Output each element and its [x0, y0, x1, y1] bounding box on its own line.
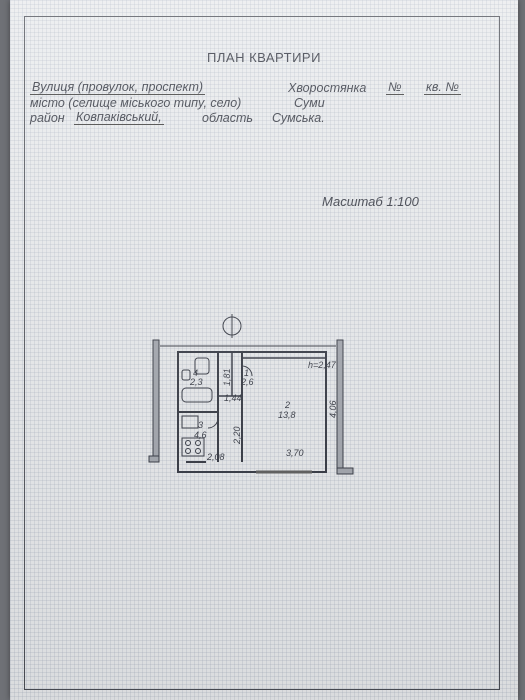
room-3-number: 3	[198, 420, 203, 430]
ceiling-height-label: h=2,47	[308, 360, 337, 370]
dimension-1-81: 1,81	[222, 368, 232, 386]
district-value: Ковпаківський,	[74, 110, 164, 125]
kitchen-sink-icon	[181, 415, 199, 429]
page-frame	[24, 16, 500, 690]
scale-label: Масштаб 1:100	[322, 194, 419, 209]
city-label: місто (селище міського типу, село)	[30, 96, 242, 110]
region-label: область	[202, 111, 253, 125]
dimension-1-44: 1,44	[224, 393, 242, 403]
room-4-area: 2,3	[189, 377, 203, 387]
street-label: Вулиця (провулок, проспект)	[30, 80, 206, 95]
dimension-2-08: 2,08	[206, 452, 225, 462]
toilet-icon	[194, 357, 210, 375]
number-label: №	[386, 80, 404, 95]
street-value: Хворостянка	[288, 81, 367, 95]
apartment-floor-plan: h=2,47 4 2,3 1 2,6 2 13,8 3 4,6 1,81 1,4…	[148, 314, 354, 475]
dimension-3-70: 3,70	[286, 448, 304, 458]
bathtub-icon	[181, 387, 213, 403]
room-2-area: 13,8	[278, 410, 296, 420]
document-title: ПЛАН КВАРТИРИ	[207, 50, 321, 65]
room-4-number: 4	[193, 368, 198, 378]
region-value: Сумська.	[272, 111, 325, 125]
dimension-2-20: 2,20	[232, 426, 242, 445]
stove-icon	[181, 437, 205, 457]
dimension-4-06: 4,06	[328, 400, 338, 418]
room-2-number: 2	[284, 400, 290, 410]
room-3-area: 4,6	[194, 430, 207, 440]
apartment-label: кв. №	[424, 80, 461, 95]
room-1-number: 1	[244, 368, 249, 378]
sink-icon	[181, 369, 191, 381]
city-value: Суми	[294, 96, 325, 110]
document-sheet: ПЛАН КВАРТИРИ Вулиця (провулок, проспект…	[10, 0, 518, 700]
district-label: район	[30, 111, 65, 125]
room-1-area: 2,6	[240, 377, 254, 387]
